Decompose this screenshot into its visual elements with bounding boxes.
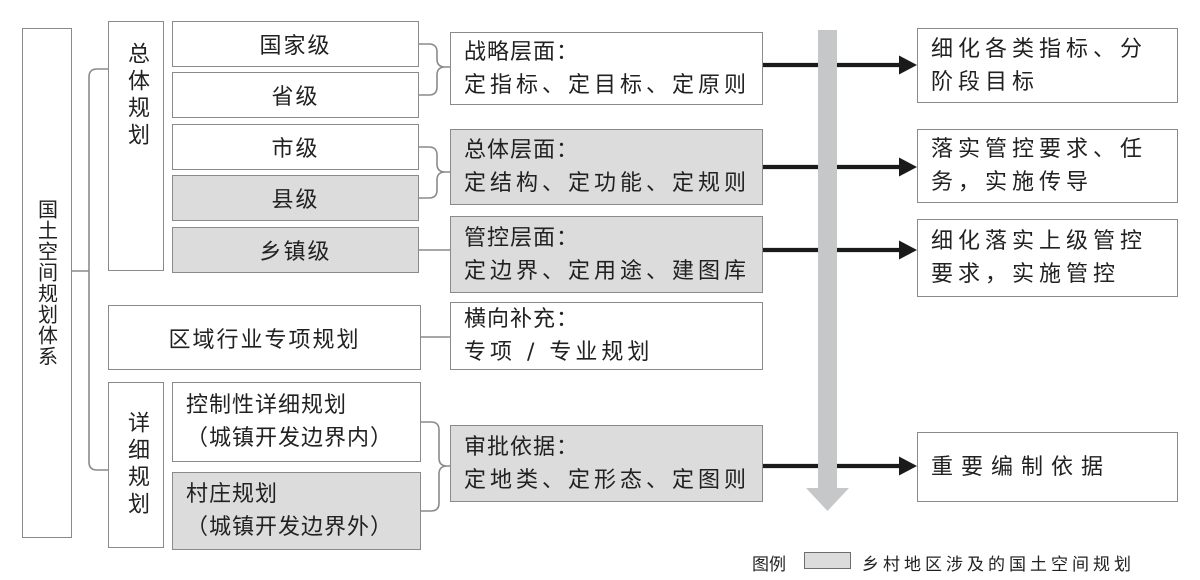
phase-title: 战略层面： [464, 39, 580, 65]
phase-detail: 定地类、定形态、定图则 [464, 467, 751, 493]
hierarchy-down-arrow-icon [806, 30, 849, 511]
flow-arrow-strategic [763, 55, 917, 75]
detailed-branch-box: 详细规划 [108, 382, 164, 548]
phase-title: 审批依据： [464, 434, 580, 460]
detailed-plan-control-box: 控制性详细规划 （城镇开发边界内） [172, 382, 421, 462]
right-arrow-icon [899, 157, 917, 177]
right-arrow-icon [899, 240, 917, 260]
phase-detail: 专项 / 专业规划 [464, 340, 654, 365]
outcome-box-basis: 重要编制依据 [917, 432, 1178, 502]
outcome-line: 要求，实施管控 [931, 262, 1121, 287]
detailed-plan-line: （城镇开发边界内） [186, 426, 394, 451]
outcome-box-implementation: 落实管控要求、任 务，实施传导 [917, 129, 1178, 203]
outcome-line: 务，实施传导 [931, 170, 1094, 195]
phase-title: 横向补充： [464, 307, 580, 332]
outcome-box-indicators: 细化各类指标、分 阶段目标 [917, 28, 1178, 103]
regional-special-plan-box: 区域行业专项规划 [108, 305, 421, 370]
detailed-branch-label: 详细规划 [124, 411, 149, 519]
level-label: 国家级 [259, 34, 332, 59]
detailed-plan-line: 控制性详细规划 [186, 393, 348, 418]
detailed-plan-village-box: 村庄规划 （城镇开发边界外） [172, 472, 421, 550]
legend-title: 图例 [752, 555, 786, 575]
outcome-line: 细化各类指标、分 [931, 36, 1148, 62]
level-label: 市级 [271, 137, 320, 162]
phase-detail: 定结构、定功能、定规则 [464, 171, 751, 196]
overall-branch-box: 总体规划 [108, 21, 164, 271]
outcome-line: 阶段目标 [931, 69, 1040, 95]
right-arrow-icon [899, 55, 917, 75]
legend-swatch [804, 552, 851, 569]
level-box-municipal: 市级 [172, 124, 419, 170]
flow-arrow-control [763, 240, 917, 260]
outcome-line: 落实管控要求、任 [931, 137, 1148, 162]
levels-connector-overall [419, 146, 450, 199]
root-label: 国土空间规划体系 [34, 199, 59, 367]
level-box-provincial: 省级 [172, 72, 419, 118]
level-box-county: 县级 [172, 175, 419, 221]
phase-overall-box: 总体层面： 定结构、定功能、定规则 [450, 129, 763, 205]
phase-title: 总体层面： [464, 138, 580, 163]
regional-special-plan-label: 区域行业专项规划 [168, 327, 361, 353]
outcome-line: 细化落实上级管控 [931, 229, 1148, 254]
level-label: 乡镇级 [259, 240, 332, 265]
flow-arrow-approval [763, 456, 917, 476]
phase-strategic-box: 战略层面： 定指标、定目标、定原则 [450, 32, 763, 105]
right-arrow-icon [899, 456, 917, 476]
flow-arrow-overall [763, 157, 917, 177]
outcome-box-refinement: 细化落实上级管控 要求，实施管控 [917, 219, 1178, 297]
detail-plans-connector [421, 421, 450, 512]
legend-label: 乡村地区涉及的国土空间规划 [862, 555, 1135, 575]
levels-connector-strategic [419, 43, 450, 96]
level-box-national: 国家级 [172, 21, 419, 67]
level-box-township: 乡镇级 [172, 227, 419, 273]
level-label: 省级 [271, 85, 320, 110]
phase-approval-box: 审批依据： 定地类、定形态、定图则 [450, 425, 763, 502]
phase-title: 管控层面： [464, 225, 580, 251]
phase-horizontal-box: 横向补充： 专项 / 专业规划 [450, 302, 763, 370]
detailed-plan-line: （城镇开发边界外） [186, 515, 394, 540]
outcome-line: 重要编制依据 [931, 454, 1112, 480]
phase-control-box: 管控层面： 定边界、定用途、建图库 [450, 216, 763, 293]
root-box: 国土空间规划体系 [22, 28, 72, 538]
phase-detail: 定指标、定目标、定原则 [464, 72, 751, 98]
overall-branch-label: 总体规划 [124, 42, 149, 150]
root-brace-connector [72, 68, 109, 471]
phase-detail: 定边界、定用途、建图库 [464, 258, 751, 284]
level-label: 县级 [271, 188, 320, 213]
detailed-plan-line: 村庄规划 [186, 482, 279, 507]
